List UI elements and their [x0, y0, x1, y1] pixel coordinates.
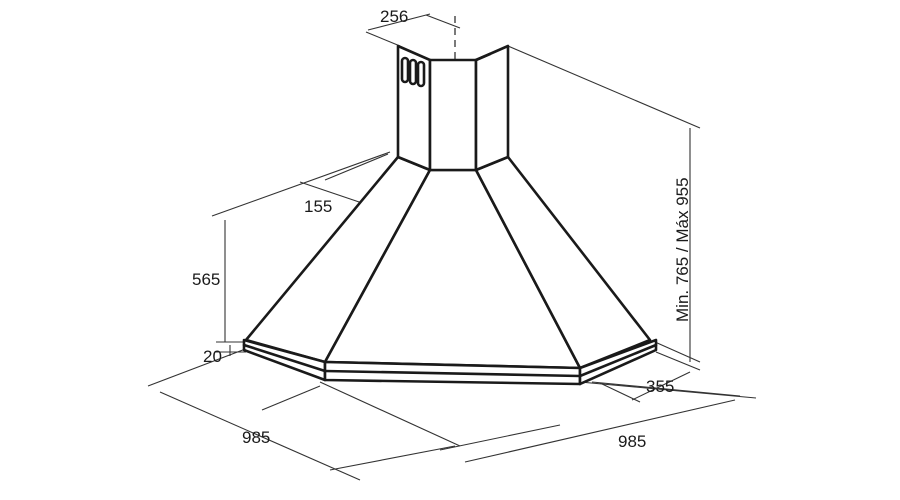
dim-rim-height: 20 — [203, 347, 222, 366]
vent-slots-icon — [400, 56, 426, 88]
dim-hood-height: 565 — [192, 270, 220, 289]
dim-total-height: Min. 765 / Máx 955 — [673, 177, 692, 322]
dim-front-depth: 355 — [646, 377, 674, 396]
rim-right-band — [578, 338, 658, 386]
dim-left-width: 985 — [242, 428, 270, 447]
chimney-right-face — [474, 44, 510, 172]
dimension-labels: 256 155 565 20 Min. 765 / Máx 955 355 98… — [192, 7, 692, 451]
dim-chimney-width: 256 — [380, 7, 408, 26]
chimney-center-face — [428, 58, 478, 172]
dim-right-width: 985 — [618, 432, 646, 451]
dimension-lines — [147, 13, 757, 481]
hood-body — [242, 44, 658, 386]
dim-chimney-depth: 155 — [304, 197, 332, 216]
